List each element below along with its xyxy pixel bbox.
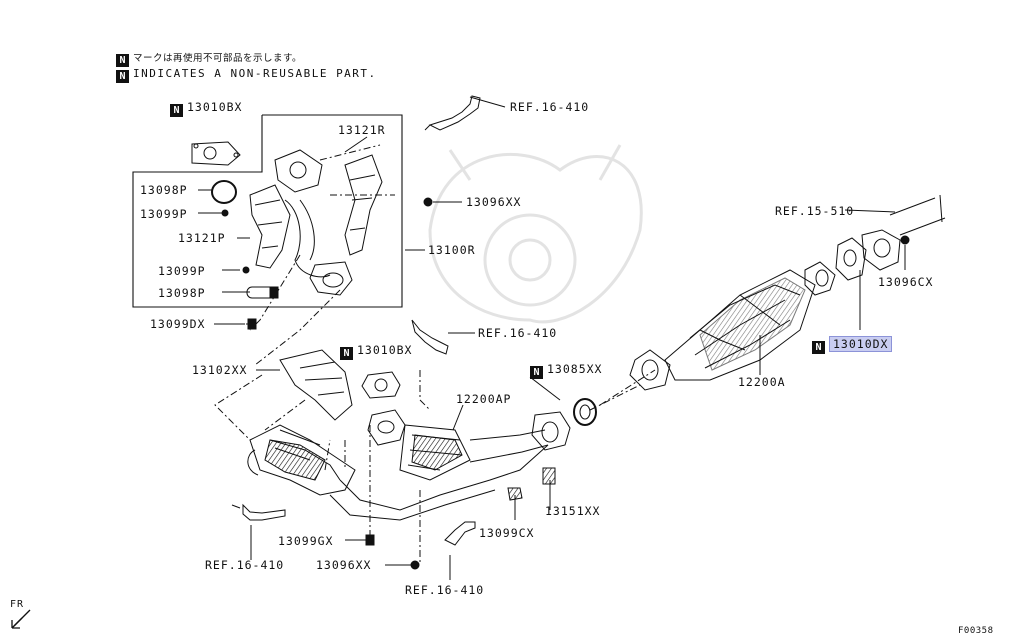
label-13098p-b[interactable]: 13098P <box>158 286 206 300</box>
label-13099gx[interactable]: 13099GX <box>278 534 334 548</box>
label-13010dx[interactable]: N 13010DX <box>812 336 893 354</box>
label-13096xx-bottom[interactable]: 13096XX <box>316 558 372 572</box>
note-english-text: INDICATES A NON-REUSABLE PART. <box>133 67 377 80</box>
ref-15-510[interactable]: REF.15-510 <box>775 204 855 218</box>
label-13098p-a[interactable]: 13098P <box>140 183 188 197</box>
label-13099cx[interactable]: 13099CX <box>479 526 535 540</box>
label-13102xx[interactable]: 13102XX <box>192 363 248 377</box>
label-13151xx[interactable]: 13151XX <box>545 504 601 518</box>
note-japanese-text: マークは再使用不可部品を示します。 <box>133 53 303 64</box>
ref-top[interactable]: REF.16-410 <box>510 100 590 114</box>
label-13121p[interactable]: 13121P <box>178 231 226 245</box>
label-13010bx-mid[interactable]: N 13010BX <box>340 343 412 360</box>
front-direction-label: FR <box>10 599 25 610</box>
label-13010bx-top[interactable]: N 13010BX <box>170 100 242 117</box>
n-mark-icon: N <box>530 366 543 379</box>
label-13096cx[interactable]: 13096CX <box>878 275 934 289</box>
note-japanese: N マークは再使用不可部品を示します。 <box>116 50 302 67</box>
ref-left[interactable]: REF.16-410 <box>205 558 285 572</box>
part-number-highlighted: 13010DX <box>829 336 893 352</box>
n-mark-icon: N <box>116 70 129 83</box>
label-13085xx[interactable]: N 13085XX <box>530 362 602 379</box>
part-number: 13010BX <box>357 343 413 357</box>
label-13099p-b[interactable]: 13099P <box>158 264 206 278</box>
part-number: 13010BX <box>187 100 243 114</box>
label-13099p-a[interactable]: 13099P <box>140 207 188 221</box>
label-13099dx[interactable]: 13099DX <box>150 317 206 331</box>
ref-mid[interactable]: REF.16-410 <box>478 326 558 340</box>
n-mark-icon: N <box>812 341 825 354</box>
label-13100r[interactable]: 13100R <box>428 243 476 257</box>
note-english: N INDICATES A NON-REUSABLE PART. <box>116 67 377 83</box>
n-mark-icon: N <box>170 104 183 117</box>
watermark-emblem <box>428 144 643 324</box>
ref-bottom[interactable]: REF.16-410 <box>405 583 485 597</box>
figure-code: F00358 <box>958 626 994 636</box>
label-13096xx-top[interactable]: 13096XX <box>466 195 522 209</box>
label-12200a[interactable]: 12200A <box>738 375 786 389</box>
label-13121r[interactable]: 13121R <box>338 123 386 137</box>
part-number: 13085XX <box>547 362 603 376</box>
label-12200ap[interactable]: 12200AP <box>456 392 512 406</box>
n-mark-icon: N <box>340 347 353 360</box>
n-mark-icon: N <box>116 54 129 67</box>
